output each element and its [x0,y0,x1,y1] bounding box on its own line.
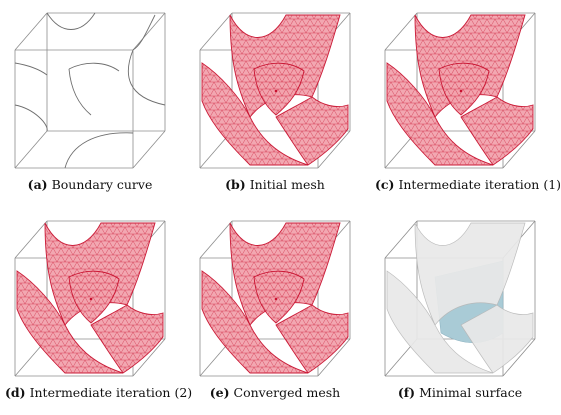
mesh-sheet [253,270,305,324]
caption-e-letter: (e) [209,385,230,400]
boundary-curve [14,62,48,76]
cube-edge [502,130,536,169]
panel-d-image [14,220,166,377]
mesh-sheet [386,62,494,166]
cube-edge [14,220,48,259]
boundary-curve [14,104,48,132]
mesh-sheet [68,270,120,324]
panel-d: (d) Intermediate iteration (2) [5,213,192,400]
triangle-mesh [386,14,534,166]
mesh-sheet [460,96,534,166]
caption-b-letter: (b) [225,177,246,192]
surface-sheet [460,304,534,374]
cube-edge [132,130,166,169]
caption-d-letter: (d) [5,385,26,400]
mesh-sheet [90,304,164,374]
cube-wireframe [14,12,166,169]
cube-edge [14,130,48,169]
boundary-curve [46,12,96,30]
caption-f: (f) Minimal surface [375,385,545,400]
cube-edge [317,130,351,169]
mesh-sheet [275,304,349,374]
caption-c: (c) Intermediate iteration (1) [375,177,561,192]
cube-edge [384,220,418,259]
mesh-sheet [438,62,490,116]
triangle-mesh [16,222,164,374]
boundary-curve [132,14,156,51]
panel-b: (b) Initial mesh [190,5,360,192]
caption-d-text: Intermediate iteration (2) [29,385,193,400]
mesh-sheet [201,270,309,374]
caption-a-letter: (a) [27,177,48,192]
panel-e: (e) Converged mesh [190,213,360,400]
panel-b-image [199,12,351,169]
triangle-mesh [201,14,349,166]
caption-f-letter: (f) [397,385,416,400]
caption-a-text: Boundary curve [51,177,153,192]
cube-edge [132,12,166,51]
caption-f-text: Minimal surface [419,385,523,400]
mesh-center-vertex [274,297,278,301]
caption-b-text: Initial mesh [249,177,325,192]
panel-a: (a) Boundary curve [5,5,175,192]
boundary-curve [127,49,166,106]
panel-f-image [384,220,536,377]
cube-edge [384,12,418,51]
cube-edge [317,338,351,377]
cube-edge [502,338,536,377]
caption-e: (e) Converged mesh [190,385,360,400]
mesh-sheet [253,62,305,116]
cube-edge [14,12,48,51]
triangle-mesh [201,222,349,374]
mesh-sheet [201,62,309,166]
caption-d: (d) Intermediate iteration (2) [5,385,192,400]
caption-e-text: Converged mesh [233,385,341,400]
mesh-center-vertex [89,297,93,301]
panel-c: (c) Intermediate iteration (1) [375,5,561,192]
boundary-curve [68,68,92,116]
mesh-center-vertex [274,89,278,93]
mesh-center-vertex [459,89,463,93]
panel-f: (f) Minimal surface [375,213,545,400]
mesh-sheet [16,270,124,374]
minimal-surface [386,222,534,374]
surface-sheet [386,270,494,374]
boundary-curves [14,12,166,169]
caption-a: (a) Boundary curve [5,177,175,192]
panel-a-image [14,12,166,169]
panel-e-image [199,220,351,377]
boundary-curve [68,62,120,72]
caption-b: (b) Initial mesh [190,177,360,192]
mesh-sheet [275,96,349,166]
boundary-curve [64,132,134,169]
cube-edge [132,338,166,377]
cube-edge [199,220,233,259]
cube-edge [199,12,233,51]
caption-c-letter: (c) [375,177,395,192]
panel-c-image [384,12,536,169]
caption-c-text: Intermediate iteration (1) [398,177,561,192]
